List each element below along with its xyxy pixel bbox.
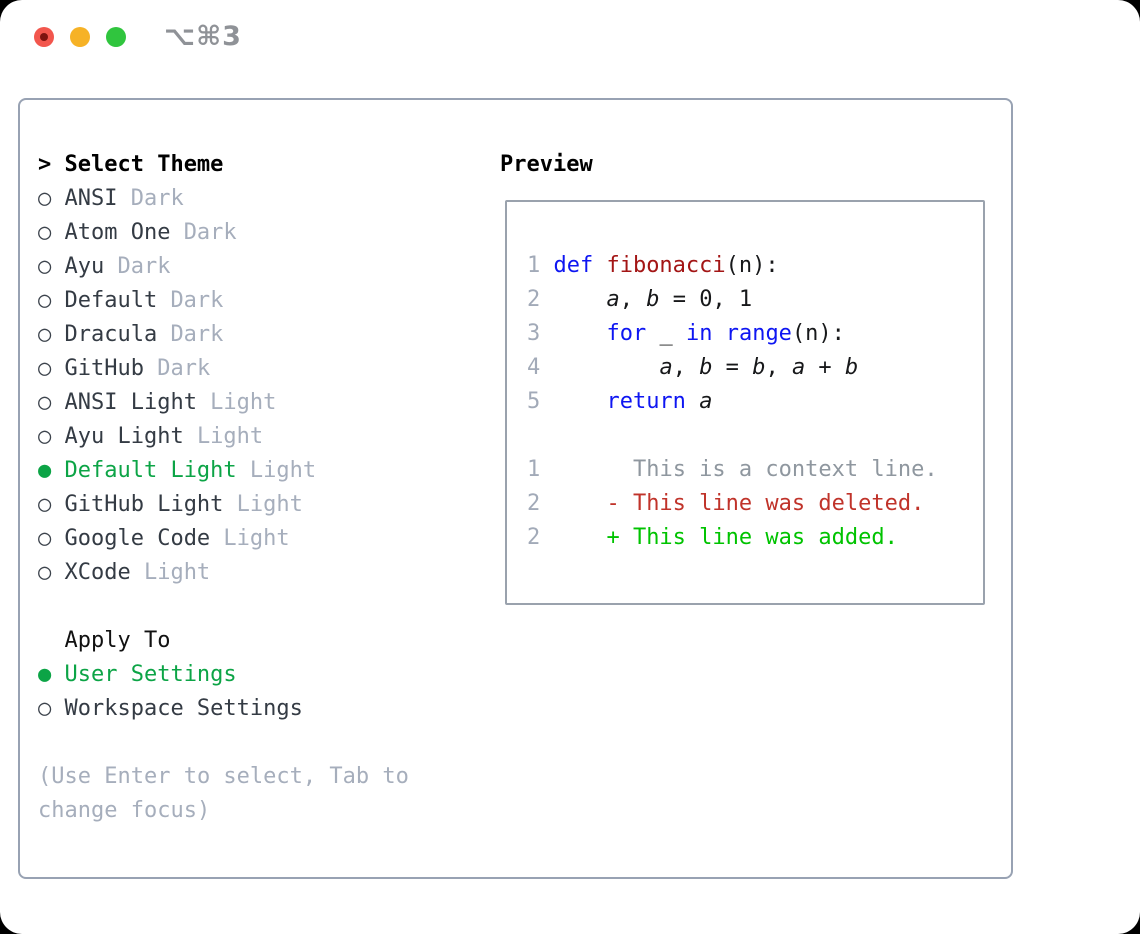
radio-icon: ○ — [38, 390, 52, 415]
line-number: 2 — [527, 525, 541, 550]
diff-context-line: 1 This is a context line. — [527, 453, 983, 487]
line-number: 5 — [527, 389, 541, 414]
help-text: (Use Enter to select, Tab to change focu… — [38, 764, 409, 823]
line-number: 2 — [527, 491, 541, 516]
radio-selected-icon: ● — [38, 458, 52, 483]
variant-badge: Light — [249, 458, 317, 483]
line-number: 2 — [527, 287, 541, 312]
zoom-window-button[interactable] — [106, 27, 126, 47]
code-line: 4 a, b = b, a + b — [527, 351, 983, 385]
radio-icon: ○ — [38, 696, 52, 721]
close-window-button[interactable] — [34, 27, 54, 47]
blank-line — [527, 419, 983, 453]
variant-badge: Light — [196, 424, 264, 449]
apply-to-user-settings[interactable]: ●User Settings — [38, 658, 458, 692]
apply-to-workspace-settings[interactable]: ○Workspace Settings — [38, 692, 458, 726]
radio-icon: ○ — [38, 220, 52, 245]
select-theme-header: > Select Theme — [38, 148, 458, 182]
line-number: 3 — [527, 321, 541, 346]
window-title: ⌥⌘3 — [164, 21, 242, 52]
radio-icon: ○ — [38, 254, 52, 279]
variant-badge: Dark — [157, 356, 211, 381]
radio-icon: ○ — [38, 186, 52, 211]
variant-badge: Light — [143, 560, 211, 585]
code-line: 5 return a — [527, 385, 983, 419]
radio-icon: ○ — [38, 492, 52, 517]
variant-badge: Dark — [130, 186, 184, 211]
diff-deleted-line: 2 - This line was deleted. — [527, 487, 983, 521]
diff-added-line: 2 + This line was added. — [527, 521, 983, 555]
code-line: 3 for _ in range(n): — [527, 317, 983, 351]
radio-icon: ○ — [38, 356, 52, 381]
radio-selected-icon: ● — [38, 662, 52, 687]
title-bar: ⌥⌘3 — [0, 0, 1140, 76]
line-number: 1 — [527, 457, 541, 482]
variant-badge: Light — [223, 526, 290, 551]
radio-icon: ○ — [38, 288, 52, 313]
line-number: 4 — [527, 355, 541, 380]
variant-badge: Dark — [117, 254, 171, 279]
variant-badge: Dark — [170, 288, 224, 313]
apply-to-header: Apply To — [64, 628, 171, 653]
radio-icon: ○ — [38, 560, 52, 585]
variant-badge: Light — [210, 390, 277, 415]
select-theme-label: Select Theme — [64, 152, 224, 177]
code-line: 2 a, b = 0, 1 — [527, 283, 983, 317]
variant-badge: Dark — [183, 220, 237, 245]
line-number: 1 — [527, 253, 541, 278]
radio-icon: ○ — [38, 322, 52, 347]
minimize-window-button[interactable] — [70, 27, 90, 47]
radio-icon: ○ — [38, 526, 52, 551]
preview-header: Preview — [500, 152, 593, 177]
radio-icon: ○ — [38, 424, 52, 449]
prompt-icon: > — [38, 152, 52, 177]
variant-badge: Dark — [170, 322, 224, 347]
variant-badge: Light — [236, 492, 303, 517]
